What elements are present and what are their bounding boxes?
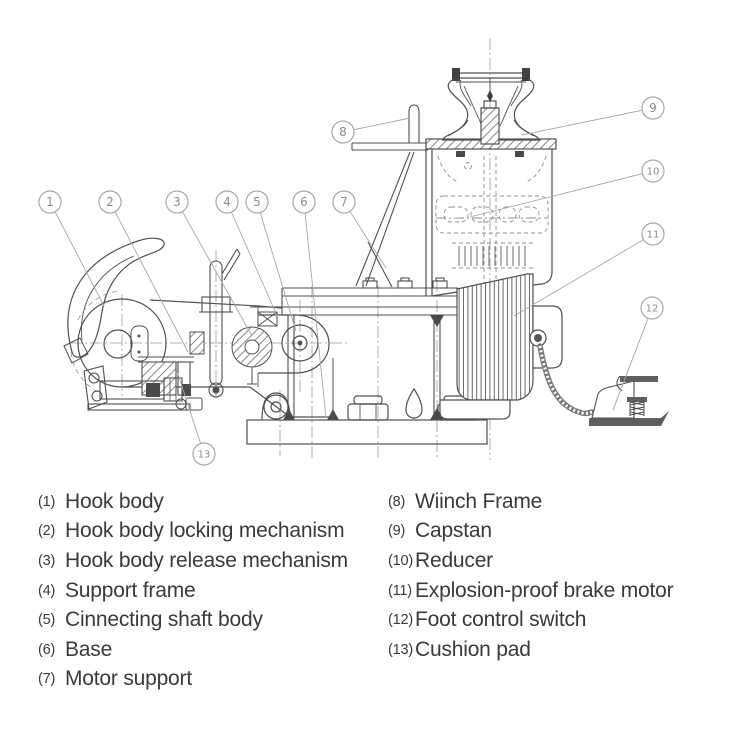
legend-item: (2) Hook body locking mechanism — [38, 517, 348, 547]
legend-item-number: (9) — [388, 523, 406, 540]
callout-number: 9 — [649, 101, 657, 115]
legend-item: (9) Capstan — [388, 517, 673, 547]
callout-balloon — [192, 442, 216, 466]
callout-number: 6 — [300, 195, 308, 209]
legend-item-label: Wiinch Frame — [415, 489, 543, 513]
legend-item-number: (5) — [38, 612, 56, 629]
callout-balloon — [98, 190, 122, 214]
legend-item-label: Cinnecting shaft body — [65, 608, 263, 632]
callout-leader-line — [176, 201, 253, 337]
legend-item-label: Hook body release mechanism — [65, 548, 348, 572]
legend-item: (12)Foot control switch — [388, 605, 673, 635]
legend-item-label: Foot control switch — [415, 608, 587, 632]
legend-item: (1) Hook body — [38, 487, 348, 517]
callout-leader-line — [612, 307, 653, 411]
release-mechanism — [175, 311, 278, 411]
foot-switch — [589, 375, 669, 426]
callout-balloon — [641, 159, 665, 183]
capstan — [441, 68, 541, 145]
legend-item-number: (12) — [388, 612, 413, 629]
callout-leader-line — [256, 201, 297, 332]
legend-item: (10)Reducer — [388, 546, 673, 576]
locking-lever — [199, 248, 241, 398]
callout-number: 4 — [223, 195, 231, 209]
legend-item: (4) Support frame — [38, 576, 348, 606]
legend-column-left: (1) Hook body (2) Hook body locking mechani… — [38, 487, 348, 694]
legend-item-number: (3) — [38, 552, 56, 569]
callout-number: 5 — [253, 195, 261, 209]
callout-number: 12 — [646, 304, 659, 315]
callout-number: 7 — [340, 195, 348, 209]
legend-item-label: Hook body locking mechanism — [65, 519, 345, 543]
control-cable — [537, 343, 595, 417]
callout-leader-line — [513, 233, 654, 317]
pedal-spring — [629, 401, 645, 416]
callout-number: 3 — [173, 195, 181, 209]
legend-item-label: Base — [65, 637, 113, 661]
callout-leader-line — [343, 201, 387, 269]
legend-item-number: (4) — [38, 582, 56, 599]
legend-item-number: (6) — [38, 641, 56, 658]
legend-item: (3) Hook body release mechanism — [38, 546, 348, 576]
callout-balloon — [245, 190, 269, 214]
legend-item-label: Cushion pad — [415, 637, 531, 661]
frame-rod — [408, 104, 420, 143]
legend-item-label: Reducer — [415, 548, 493, 572]
legend-item: (8) Wiinch Frame — [388, 487, 673, 517]
legend-item-label: Capstan — [415, 519, 492, 543]
callout-balloon — [215, 190, 239, 214]
legend-item-label: Hook body — [65, 489, 164, 513]
legend-item-number: (13) — [388, 641, 413, 658]
legend-item: (7) Motor support — [38, 665, 348, 695]
callout-leader-line — [109, 201, 189, 353]
release-cylinder — [83, 356, 194, 411]
reducer-hidden-lines — [435, 155, 549, 290]
callout-leader-line — [303, 201, 327, 419]
callout-number: 10 — [647, 167, 660, 178]
callout-balloon — [640, 296, 664, 320]
legend-item-number: (8) — [388, 493, 406, 510]
callout-number: 2 — [106, 195, 114, 209]
legend-item: (6) Base — [38, 635, 348, 665]
callout-leader-line — [176, 370, 205, 455]
legend-column-right: (8)Wiinch Frame(9)Capstan(10)Reducer(11)… — [388, 487, 674, 665]
callout-balloon — [331, 120, 355, 144]
legend-item-label: Support frame — [65, 578, 196, 602]
motor-support — [250, 104, 459, 420]
legend-item-label: Motor support — [65, 667, 192, 691]
callout-number: 1 — [46, 195, 54, 209]
legend-item-number: (11) — [388, 582, 412, 599]
callout-number: 8 — [339, 125, 347, 139]
connecting-shaft-body — [77, 298, 334, 418]
callout-balloon — [38, 190, 62, 214]
legend-item-number: (7) — [38, 671, 56, 688]
callout-leader-line — [469, 170, 654, 218]
centerlines — [70, 38, 491, 460]
legend-item-label: Explosion-proof brake motor — [415, 578, 674, 602]
callout-balloon — [332, 190, 356, 214]
legend-item-number: (10) — [388, 552, 413, 569]
callout-leader-line — [226, 201, 279, 319]
callout-number: 11 — [647, 230, 660, 241]
callout-balloon — [641, 96, 665, 120]
winch-frame — [425, 138, 557, 297]
legend-item: (11)Explosion-proof brake motor — [388, 576, 674, 606]
hook-body — [63, 237, 165, 393]
callout-balloon — [641, 222, 665, 246]
brake-motor — [439, 273, 563, 420]
callout-number: 13 — [198, 450, 211, 461]
legend-item: (5) Cinnecting shaft body — [38, 605, 348, 635]
callout-balloon — [165, 190, 189, 214]
legend-item: (13)Cushion pad — [388, 635, 673, 665]
callout-balloon — [292, 190, 316, 214]
legend-item-number: (1) — [38, 493, 56, 510]
legend-item-number: (2) — [38, 523, 56, 540]
callout-leader-line — [521, 107, 654, 136]
callout-leader-line — [49, 201, 105, 307]
